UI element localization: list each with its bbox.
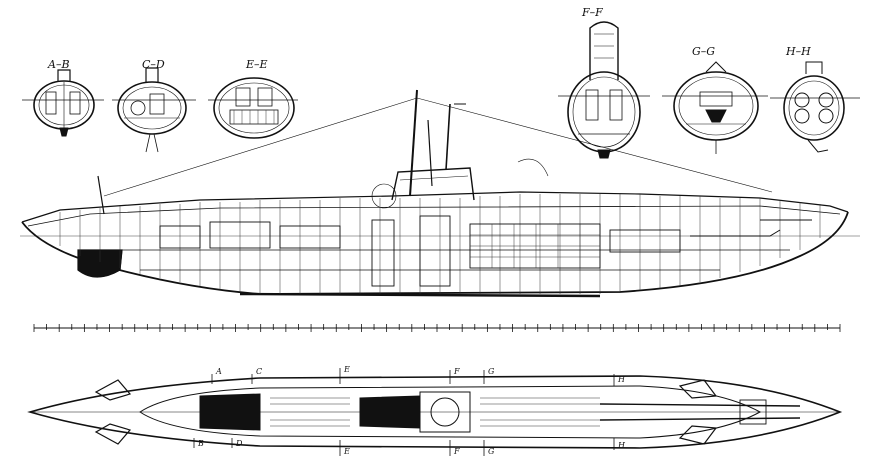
cross-section-ab: A–B (22, 58, 104, 137)
plan-marks-bottom: B D E F G H (193, 438, 626, 456)
section-label-hh: H–H (785, 45, 811, 58)
section-label-ee: E–E (245, 58, 268, 71)
scale-bar (33, 324, 841, 332)
plan-marks-top: A C E F G H (211, 365, 626, 386)
plan-mark-top-c: C (256, 367, 262, 376)
plan-mark-top-g: G (488, 367, 495, 376)
cross-section-cd: C–D (112, 58, 196, 153)
section-label-gg: G–G (692, 45, 715, 58)
plan-mark-top-f: F (453, 367, 460, 376)
plan-mark-bottom-h: H (617, 441, 626, 450)
plan-mark-bottom-g: G (488, 447, 495, 456)
plan-mark-top-h: H (617, 375, 626, 384)
cross-section-ee: E–E (208, 58, 298, 139)
hull-frames (59, 194, 821, 294)
plan-view: A C E F G H B D E F G H (27, 365, 843, 456)
plan-mark-top-a: A (215, 367, 222, 376)
section-label-ab: A–B (47, 58, 70, 71)
side-elevation (20, 89, 860, 298)
section-label-ff: F–F (581, 6, 603, 19)
cross-section-ff: F–F (558, 6, 650, 159)
cross-section-hh: H–H (770, 45, 860, 153)
plan-mark-bottom-f: F (453, 447, 460, 456)
plan-mark-bottom-e: E (343, 447, 350, 456)
cross-section-gg: G–G (662, 45, 768, 154)
plan-mark-bottom-d: D (235, 439, 243, 448)
plan-mark-bottom-b: B (197, 439, 204, 448)
plan-mark-top-e: E (343, 365, 350, 374)
